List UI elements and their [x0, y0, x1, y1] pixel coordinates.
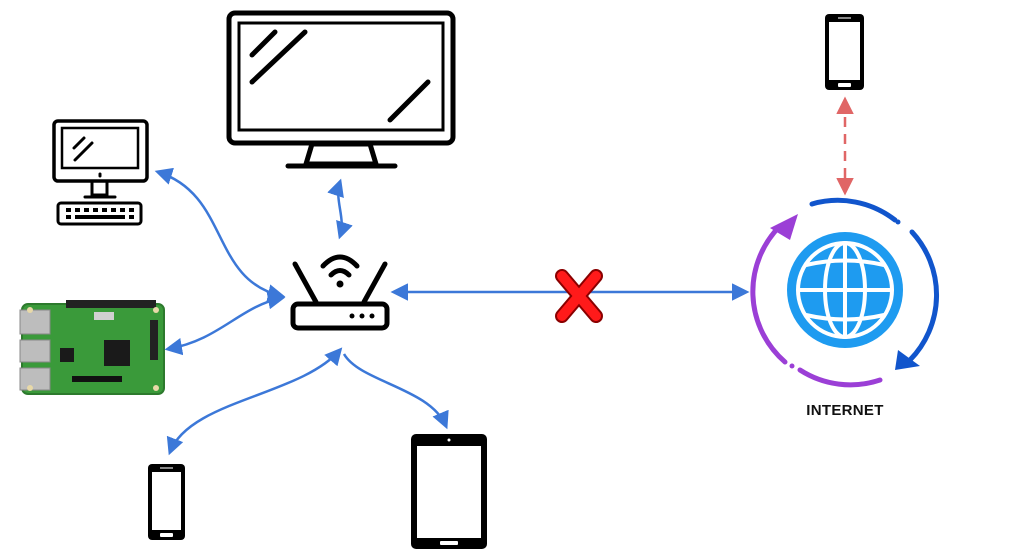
tablet-icon [411, 434, 487, 549]
smartphone-icon [148, 464, 185, 540]
raspberry-pi-board-icon [19, 300, 165, 395]
connection-links [154, 167, 750, 456]
link-board-router [164, 292, 286, 356]
globe-icon [750, 197, 940, 388]
blocked-x-icon [555, 269, 603, 323]
link-monitor-router [327, 178, 353, 240]
link-desktop-router [154, 167, 286, 302]
desktop-computer-icon [52, 119, 149, 226]
remote-smartphone-icon [825, 14, 864, 90]
link-router-smartphone [166, 347, 343, 456]
link-router-tablet [342, 353, 449, 430]
internet-label: INTERNET [806, 402, 884, 419]
router-icon [290, 254, 390, 331]
monitor-icon [226, 10, 456, 169]
